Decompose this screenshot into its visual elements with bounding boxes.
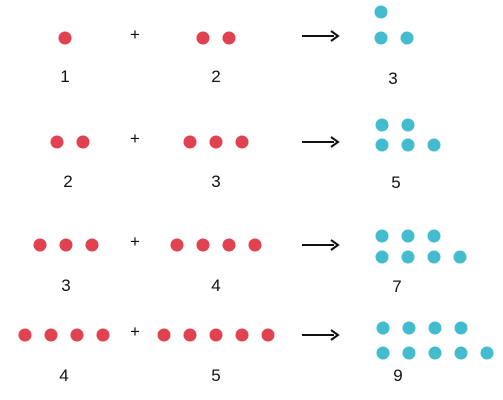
row-2-addend-a-dot — [50, 135, 64, 149]
row-4-addend-b-label: 5 — [211, 366, 221, 385]
row-3-right-arrow-icon — [302, 239, 340, 251]
row-3-addend-b-dot — [170, 238, 184, 252]
row-4-addend-b-dot — [209, 328, 223, 342]
row-4-addend-a-dot — [70, 328, 84, 342]
row-1-plus-sign: + — [130, 25, 140, 44]
row-4-addend-a-dot — [96, 328, 110, 342]
row-2-plus-sign: + — [130, 129, 140, 148]
row-4-sum-dot — [480, 346, 494, 360]
row-4-sum-dot — [428, 346, 442, 360]
row-1-addend-b-label: 2 — [211, 67, 221, 86]
row-3-sum-dot — [375, 229, 389, 243]
row-4-sum-dot — [428, 321, 442, 335]
row-4-addend-b-dot — [157, 328, 171, 342]
row-3-addend-b-dot — [248, 238, 262, 252]
row-2-sum-dot — [375, 138, 389, 152]
row-3-sum-label: 7 — [392, 277, 402, 296]
row-3-sum-dot — [453, 250, 467, 264]
row-4-addend-a-dot — [44, 328, 58, 342]
row-4-right-arrow-icon — [302, 329, 340, 341]
row-1-sum-dot — [374, 5, 388, 19]
row-4-sum-dot — [376, 321, 390, 335]
row-2-addend-b-dot — [209, 135, 223, 149]
row-2-addend-b-dot — [235, 135, 249, 149]
row-3-addend-a-dot — [59, 238, 73, 252]
row-2-addend-a-dot — [76, 135, 90, 149]
row-4-sum-dot — [402, 346, 416, 360]
row-2-addend-a-label: 2 — [63, 172, 73, 191]
row-4-addend-b-dot — [261, 328, 275, 342]
row-2-sum-dot — [427, 138, 441, 152]
row-3-addend-b-label: 4 — [211, 276, 221, 295]
row-4-sum-dot — [402, 321, 416, 335]
row-4-addend-a-dot — [18, 328, 32, 342]
row-2-addend-b-dot — [183, 135, 197, 149]
row-1-addend-a-label: 1 — [60, 67, 70, 86]
row-1-sum-label: 3 — [388, 69, 398, 88]
row-1-addend-b-dot — [196, 31, 210, 45]
row-3-sum-dot — [427, 229, 441, 243]
row-3-plus-sign: + — [130, 232, 140, 251]
row-3-addend-a-label: 3 — [61, 276, 71, 295]
row-2-sum-label: 5 — [391, 173, 401, 192]
row-1-sum-dot — [374, 31, 388, 45]
row-2-sum-dot — [401, 118, 415, 132]
row-1-sum-dot — [400, 31, 414, 45]
row-3-addend-b-dot — [222, 238, 236, 252]
row-4-sum-label: 9 — [393, 366, 403, 385]
row-3-addend-b-dot — [196, 238, 210, 252]
row-3-sum-dot — [401, 229, 415, 243]
row-1-addend-a-dot — [58, 31, 72, 45]
row-3-sum-dot — [401, 250, 415, 264]
row-4-addend-a-label: 4 — [59, 366, 69, 385]
row-4-addend-b-dot — [183, 328, 197, 342]
row-4-sum-dot — [454, 346, 468, 360]
row-2-sum-dot — [401, 138, 415, 152]
row-4-sum-dot — [376, 346, 390, 360]
row-4-plus-sign: + — [130, 322, 140, 341]
row-3-sum-dot — [375, 250, 389, 264]
row-1-right-arrow-icon — [302, 30, 340, 42]
row-4-addend-b-dot — [235, 328, 249, 342]
row-4-sum-dot — [454, 321, 468, 335]
row-2-sum-dot — [375, 118, 389, 132]
row-3-sum-dot — [427, 250, 441, 264]
row-3-addend-a-dot — [85, 238, 99, 252]
row-1-addend-b-dot — [222, 31, 236, 45]
row-2-addend-b-label: 3 — [211, 172, 221, 191]
row-2-right-arrow-icon — [302, 136, 340, 148]
row-3-addend-a-dot — [33, 238, 47, 252]
